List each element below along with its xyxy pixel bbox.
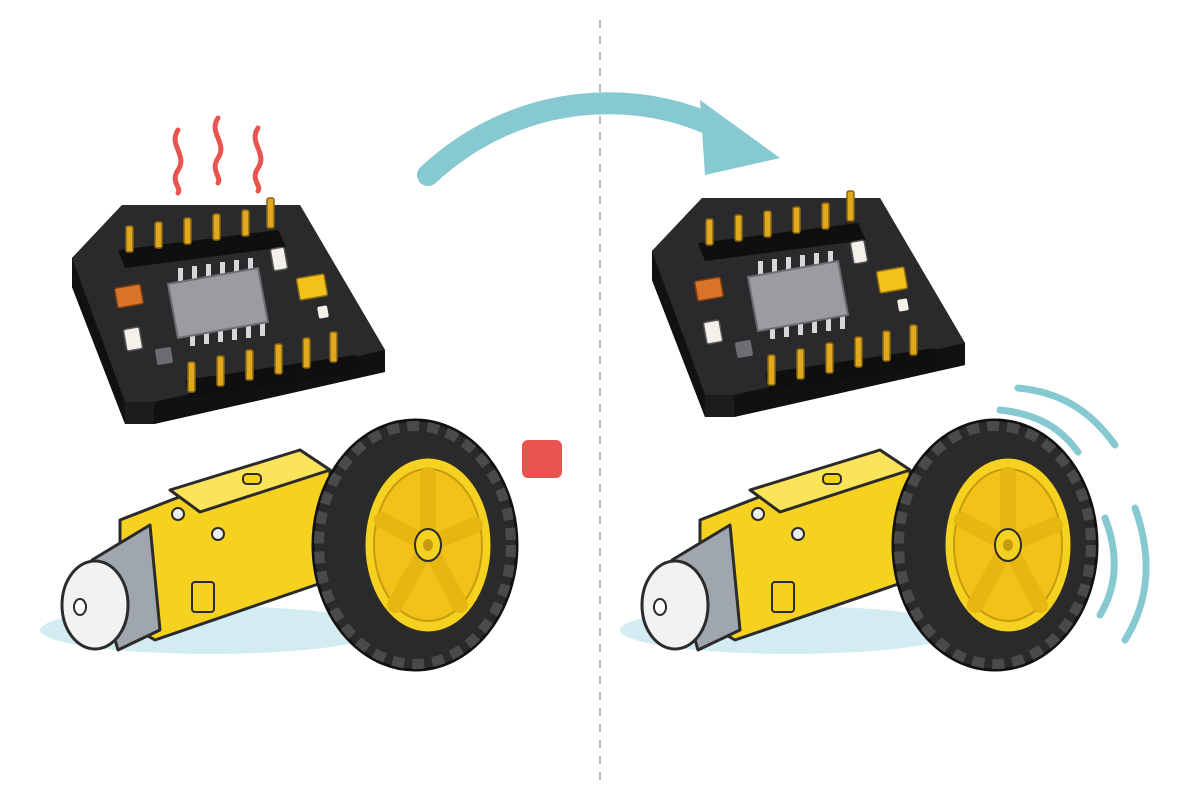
transition-arrow-icon: [417, 92, 780, 186]
wheel: [313, 420, 517, 670]
before-panel: [38, 115, 562, 670]
stop-indicator-icon: [522, 440, 562, 478]
motor-driver-board: [71, 197, 386, 425]
spinning-wheel: [893, 420, 1097, 670]
motor-driver-board: [651, 190, 966, 418]
motion-lines-icon: [996, 384, 1150, 644]
heat-waves-icon: [172, 115, 264, 196]
after-panel: [618, 190, 1150, 670]
